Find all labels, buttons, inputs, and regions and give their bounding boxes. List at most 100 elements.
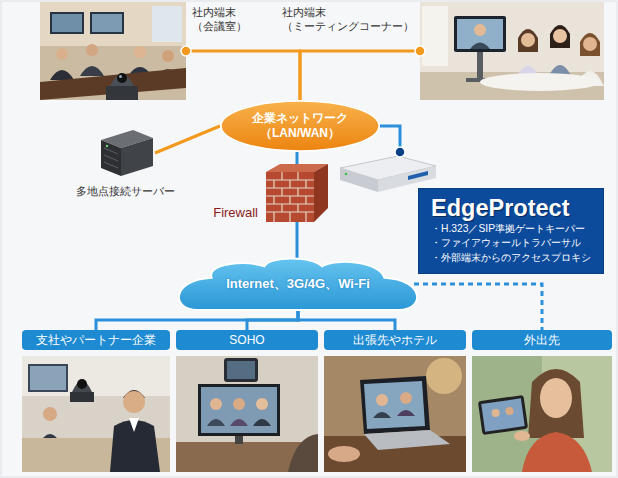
product-name: EdgeProtect <box>431 195 591 222</box>
server-icon <box>106 145 108 147</box>
product-panel: EdgeProtect・H.323／SIP準拠ゲートキーパー・ファイアウォールト… <box>418 188 604 274</box>
photo-label: 社内端末 （ミーティングコーナー） <box>282 6 414 33</box>
firewall-wall <box>289 180 290 188</box>
hotel-photo <box>328 446 360 462</box>
server-icon <box>104 148 118 154</box>
hotel-photo <box>397 410 415 416</box>
soho-photo <box>210 398 222 410</box>
conference-room-photo <box>134 46 146 58</box>
cloud-label: Internet、3G/4G、Wi-Fi <box>226 275 370 293</box>
conference-room-photo <box>110 74 134 86</box>
server-icon: 多地点接続サーバー <box>95 128 155 178</box>
firewall-wall <box>281 172 282 180</box>
meeting-corner-photo <box>521 33 535 47</box>
outside-photo <box>472 356 612 472</box>
hotel-photo <box>364 381 425 429</box>
edgeprotect-device <box>340 156 436 192</box>
soho-photo <box>224 358 258 382</box>
soho-photo <box>288 434 318 472</box>
location-label: 支社やパートナー企業 <box>36 332 156 349</box>
outside-photo <box>505 407 514 416</box>
firewall-wall <box>281 204 282 212</box>
hotel-photo <box>400 392 412 404</box>
soho-photo <box>253 419 271 426</box>
branch-office-photo <box>43 407 57 421</box>
meeting-corner-photo <box>518 29 538 52</box>
cloud-shape <box>179 259 417 310</box>
meeting-corner-photo <box>480 73 600 91</box>
conference-room-photo <box>106 86 138 100</box>
branch-office-photo <box>22 356 170 472</box>
location-bar: SOHO <box>176 330 318 350</box>
firewall-wall <box>266 172 314 222</box>
network-line <box>298 310 395 330</box>
firewall-wall <box>297 188 298 196</box>
network-line <box>296 222 299 258</box>
conference-room-photo <box>40 2 186 46</box>
soho-photo <box>256 398 268 410</box>
network-label: 企業ネットワーク （LAN/WAN） <box>248 111 352 141</box>
location-bar: 支社やパートナー企業 <box>22 330 170 350</box>
server-icon <box>101 130 153 176</box>
network-line <box>300 51 420 100</box>
network-line <box>414 284 542 330</box>
conference-room-photo <box>86 44 98 56</box>
firewall-wall <box>273 212 274 222</box>
firewall-wall <box>289 212 290 222</box>
location-bar: 外出先 <box>472 330 612 350</box>
soho-photo <box>201 387 277 433</box>
terminal-photo: 社内端末 （ミーティングコーナー） <box>420 2 604 100</box>
edgeprotect-device <box>408 171 428 180</box>
conference-room-photo <box>40 2 186 100</box>
hotel-photo <box>373 412 391 418</box>
server-icon <box>121 138 153 176</box>
conference-room-photo <box>40 68 186 100</box>
soho-photo <box>207 419 225 426</box>
network-ellipse: 企業ネットワーク （LAN/WAN） <box>220 100 380 152</box>
firewall-wall <box>266 172 314 222</box>
hotel-photo <box>324 356 466 472</box>
hotel-photo <box>324 356 466 472</box>
soho-photo <box>176 356 318 472</box>
meeting-corner-photo <box>580 33 600 56</box>
soho-photo <box>233 398 245 410</box>
internet-cloud: Internet、3G/4G、Wi-Fi <box>178 258 418 310</box>
location-label: 外出先 <box>524 332 560 349</box>
conference-room-photo <box>52 14 82 32</box>
outside-photo <box>522 432 592 472</box>
meeting-corner-photo <box>457 19 503 49</box>
junction-dot <box>181 46 191 56</box>
branch-office-photo <box>22 356 170 396</box>
conference-room-photo <box>56 48 68 60</box>
location-label: SOHO <box>229 333 264 347</box>
soho-photo <box>176 356 318 472</box>
branch-office-photo <box>28 364 68 392</box>
meeting-corner-photo <box>420 2 604 100</box>
conference-room-photo <box>92 14 122 32</box>
server-label: 多地点接続サーバー <box>76 184 175 199</box>
firewall-wall <box>266 164 328 222</box>
firewall-wall <box>305 212 306 222</box>
conference-room-photo <box>152 6 182 42</box>
meeting-corner-photo <box>583 37 597 51</box>
branch-office-photo <box>123 391 145 413</box>
server-icon <box>104 162 118 168</box>
branch-office-photo <box>77 379 87 389</box>
meeting-corner-photo <box>477 52 483 78</box>
meeting-corner-photo <box>474 24 486 36</box>
firewall-wall <box>314 164 328 222</box>
soho-photo <box>235 436 243 444</box>
firewall-wall <box>273 180 274 188</box>
branch-office-photo <box>70 392 94 402</box>
hotel-photo <box>376 394 388 406</box>
firewall-wall <box>305 196 306 204</box>
edgeprotect-device <box>340 168 378 192</box>
soho-photo <box>227 361 255 379</box>
feature-item: ・外部端末からのアクセスプロキシ <box>431 251 591 265</box>
branch-office-photo <box>22 356 170 472</box>
network-line <box>96 310 298 330</box>
outside-photo <box>478 395 528 435</box>
